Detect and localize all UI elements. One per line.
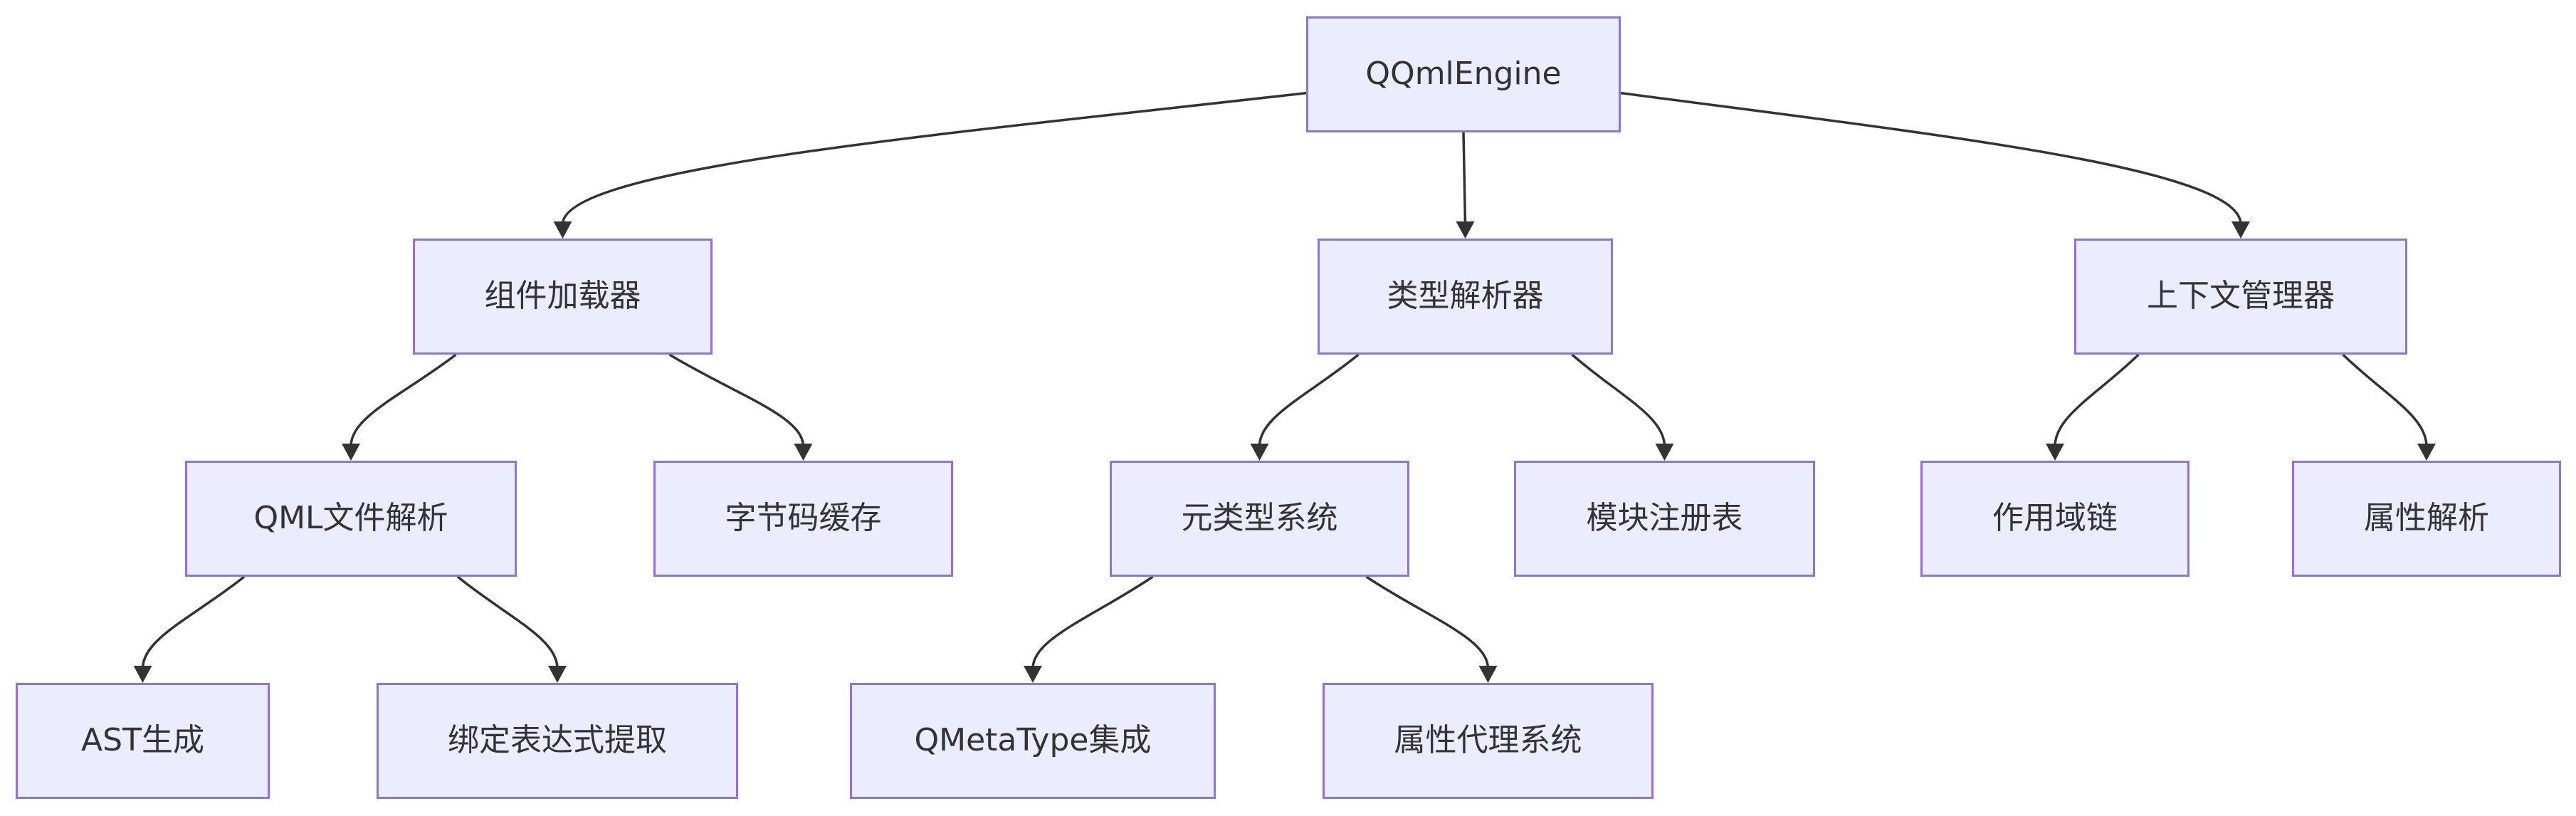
node-resolver-label: 类型解析器 <box>1387 278 1544 315</box>
node-metatype: 元类型系统 <box>1110 461 1409 577</box>
node-binding-label: 绑定表达式提取 <box>448 722 667 759</box>
node-loader-label: 组件加载器 <box>484 278 641 315</box>
node-ast: AST生成 <box>16 683 270 799</box>
arrowhead-resolver-metatype <box>1250 444 1269 461</box>
node-context-label: 上下文管理器 <box>2147 278 2335 315</box>
edge-loader-bytecode <box>668 353 805 447</box>
node-bytecode: 字节码缓存 <box>653 461 953 577</box>
edge-root-context <box>1620 91 2242 225</box>
node-bytecode-label: 字节码缓存 <box>725 500 882 537</box>
arrowhead-root-context <box>2231 221 2250 239</box>
arrowhead-context-propres <box>2417 444 2436 461</box>
node-context: 上下文管理器 <box>2074 239 2407 355</box>
node-resolver: 类型解析器 <box>1318 239 1613 355</box>
node-root: QQmlEngine <box>1306 16 1621 132</box>
arrowhead-context-scope <box>2046 444 2064 461</box>
node-binding: 绑定表达式提取 <box>377 683 738 799</box>
edge-qmlparse-ast <box>141 575 246 669</box>
node-loader: 组件加载器 <box>413 239 713 355</box>
arrowhead-root-loader <box>553 221 572 239</box>
node-qmeta: QMetaType集成 <box>850 683 1216 799</box>
arrowhead-loader-bytecode <box>794 444 813 461</box>
node-modulereg: 模块注册表 <box>1514 461 1815 577</box>
node-propres: 属性解析 <box>2292 461 2561 577</box>
node-ast-label: AST生成 <box>81 722 204 759</box>
node-qmlparse: QML文件解析 <box>185 461 517 577</box>
node-proxy-label: 属性代理系统 <box>1394 722 1582 759</box>
node-proxy: 属性代理系统 <box>1323 683 1654 799</box>
node-root-label: QQmlEngine <box>1365 56 1562 93</box>
edge-root-resolver <box>1462 132 1467 225</box>
arrowhead-qmlparse-binding <box>548 666 567 683</box>
edge-resolver-metatype <box>1258 353 1360 447</box>
arrowhead-resolver-modulereg <box>1655 444 1674 461</box>
edge-resolver-modulereg <box>1571 353 1666 447</box>
edge-loader-qmlparse <box>349 353 457 447</box>
arrowhead-qmlparse-ast <box>133 666 152 683</box>
edge-metatype-proxy <box>1365 575 1490 669</box>
edge-qmlparse-binding <box>456 575 559 669</box>
node-propres-label: 属性解析 <box>2364 500 2489 537</box>
node-qmlparse-label: QML文件解析 <box>253 500 448 537</box>
edge-context-scope <box>2054 353 2140 447</box>
node-modulereg-label: 模块注册表 <box>1586 500 1743 537</box>
edge-metatype-qmeta <box>1031 575 1154 669</box>
edge-context-propres <box>2342 353 2428 447</box>
arrowhead-metatype-qmeta <box>1024 666 1042 683</box>
node-qmeta-label: QMetaType集成 <box>914 722 1152 759</box>
edge-root-loader <box>561 91 1307 225</box>
node-metatype-label: 元类型系统 <box>1181 500 1338 537</box>
arrowhead-root-resolver <box>1456 221 1475 239</box>
arrowhead-loader-qmlparse <box>342 444 360 461</box>
node-scope: 作用域链 <box>1920 461 2189 577</box>
node-scope-label: 作用域链 <box>1992 500 2118 537</box>
arrowhead-metatype-proxy <box>1478 666 1498 683</box>
